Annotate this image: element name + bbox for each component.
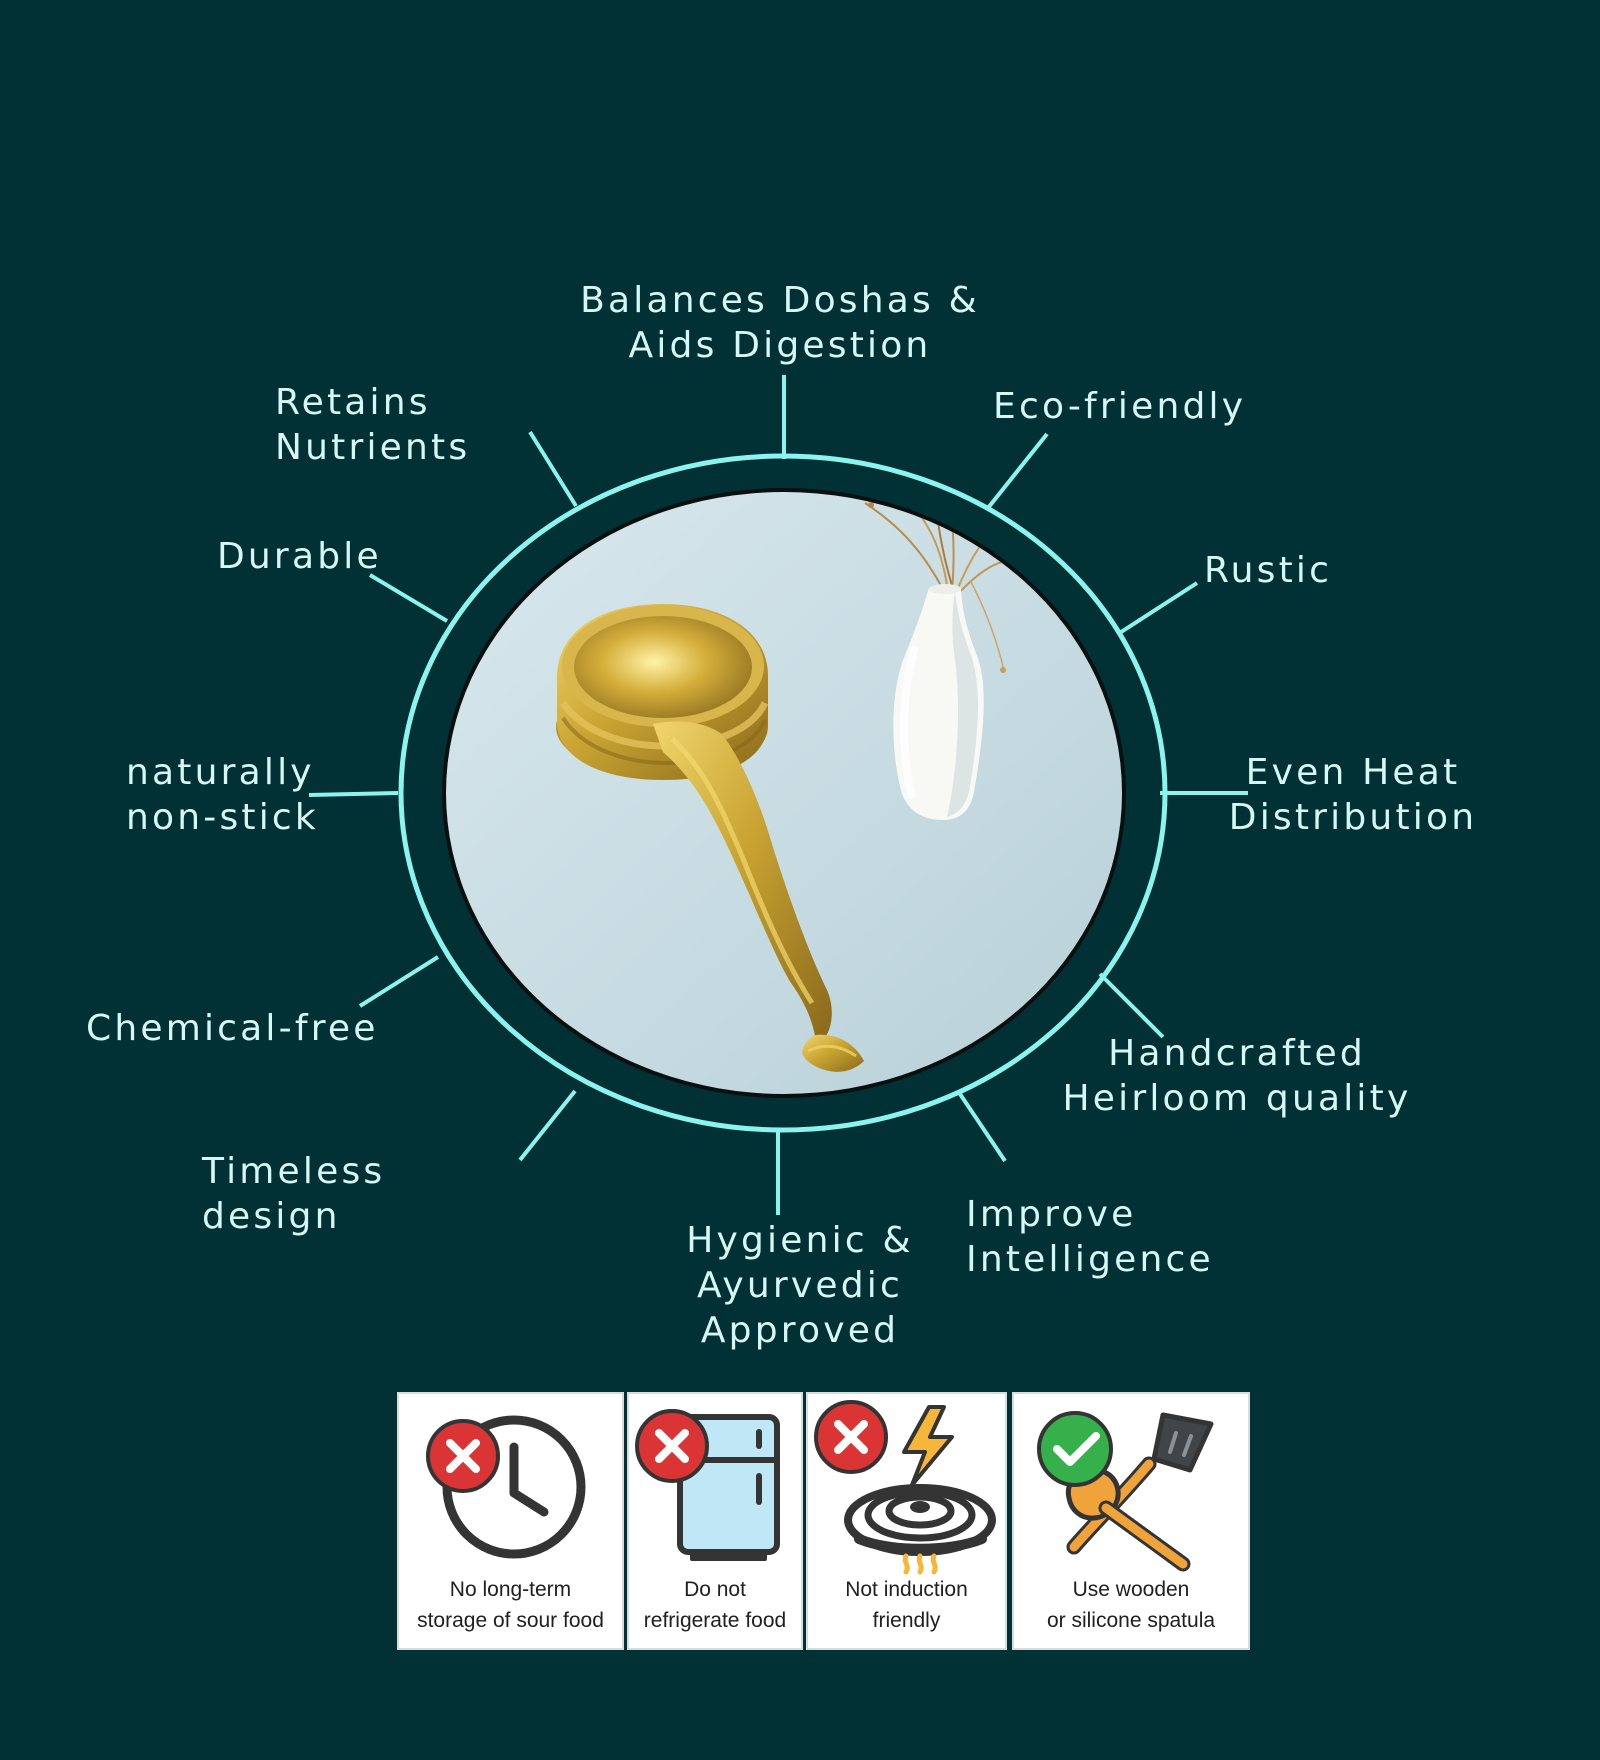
care-card-refrigerate: Do not refrigerate food xyxy=(627,1392,803,1650)
care-label-induction: Not induction friendly xyxy=(845,1578,968,1632)
care-label-refrigerate: Do not refrigerate food xyxy=(643,1578,787,1632)
care-card-spatula: Use wooden or silicone spatula xyxy=(1012,1392,1250,1650)
spoke-handcrafted xyxy=(1098,972,1165,1039)
feature-hygienic: Hygienic & Ayurvedic Approved xyxy=(686,1220,914,1351)
feature-intelligence: Improve Intelligence xyxy=(966,1194,1214,1280)
feature-nonstick: naturally non-stick xyxy=(126,752,319,838)
feature-rustic: Rustic xyxy=(1204,550,1333,591)
feature-durable: Durable xyxy=(217,536,382,577)
spoke-intelligence xyxy=(956,1089,1007,1163)
care-card-induction: Not induction friendly xyxy=(806,1392,1007,1650)
feature-balances: Balances Doshas & Aids Digestion xyxy=(580,280,980,366)
spoke-durable xyxy=(368,573,449,623)
spoke-rustic xyxy=(1116,581,1199,636)
wooden-spatula-icon xyxy=(1037,1411,1214,1572)
spoke-eco xyxy=(986,432,1049,510)
care-label-sour-food: No long-term storage of sour food xyxy=(417,1578,604,1632)
ring-spokes xyxy=(308,375,1248,1215)
product-photo xyxy=(446,492,1122,1094)
spoke-nonstick xyxy=(308,791,399,797)
spoke-timeless xyxy=(518,1089,577,1162)
care-label-spatula: Use wooden or silicone spatula xyxy=(1046,1578,1216,1632)
no-induction-icon xyxy=(814,1400,996,1575)
spoke-retains xyxy=(528,430,578,508)
feature-timeless: Timeless design xyxy=(202,1151,386,1237)
feature-handcrafted: Handcrafted Heirloom quality xyxy=(1062,1033,1412,1119)
feature-even-heat: Even Heat Distribution xyxy=(1228,752,1478,838)
feature-eco: Eco-friendly xyxy=(993,386,1247,427)
white-vase xyxy=(893,584,984,820)
no-clock-icon xyxy=(426,1415,586,1559)
outer-ring xyxy=(398,453,1168,1133)
care-card-sour-food: No long-term storage of sour food xyxy=(397,1392,624,1650)
feature-retains: Retains Nutrients xyxy=(275,382,471,468)
care-instructions: No long-term storage of sour food Do not… xyxy=(397,1392,1250,1650)
brass-ladle xyxy=(556,604,864,1072)
spoke-chemical xyxy=(358,955,440,1008)
feature-chemical: Chemical-free xyxy=(86,1008,379,1049)
photo-background xyxy=(446,492,1122,1094)
no-fridge-icon xyxy=(635,1409,780,1561)
